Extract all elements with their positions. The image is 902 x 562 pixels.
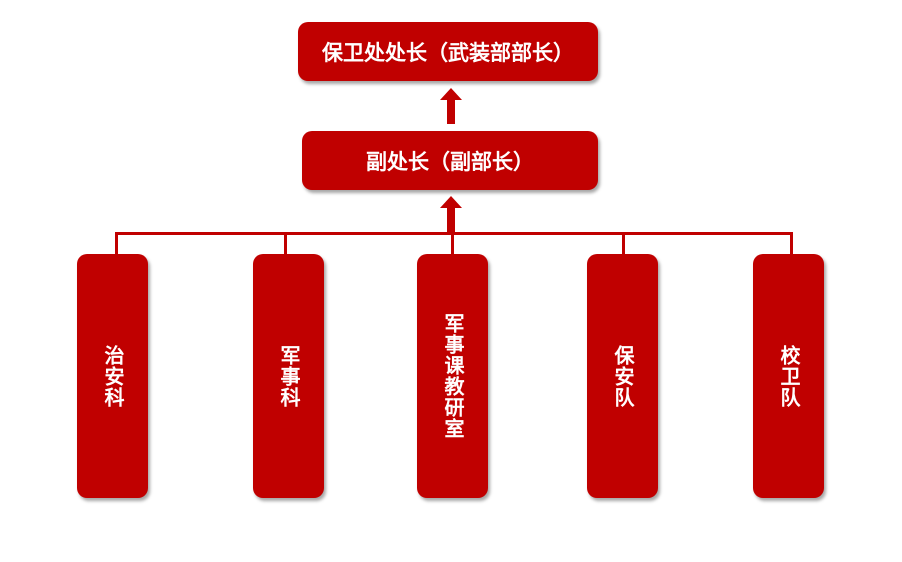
mid-box-label: 副处长（副部长） <box>366 148 534 174</box>
dept-label: 军事科 <box>277 344 301 408</box>
dept-box-campus-guard: 校卫队 <box>753 254 824 498</box>
top-box-security-director: 保卫处处长（武装部部长） <box>298 22 598 81</box>
dept-box-military-affairs: 军事科 <box>253 254 324 498</box>
connector-drop <box>451 232 454 254</box>
connector-drop <box>790 232 793 254</box>
arrow-up-icon <box>440 196 462 232</box>
dept-label: 保安队 <box>611 344 635 408</box>
dept-box-public-security: 治安科 <box>77 254 148 498</box>
connector-drop <box>284 232 287 254</box>
dept-label: 治安科 <box>101 344 125 408</box>
mid-box-deputy-director: 副处长（副部长） <box>302 131 598 190</box>
dept-box-security-team: 保安队 <box>587 254 658 498</box>
top-box-label: 保卫处处长（武装部部长） <box>322 39 574 65</box>
connector-drop <box>115 232 118 254</box>
arrow-up-icon <box>440 88 462 124</box>
connector-drop <box>622 232 625 254</box>
dept-box-military-teaching: 军事课教研室 <box>417 254 488 498</box>
connector-horizontal <box>115 232 793 235</box>
dept-label: 校卫队 <box>777 344 801 408</box>
dept-label: 军事课教研室 <box>441 313 465 439</box>
